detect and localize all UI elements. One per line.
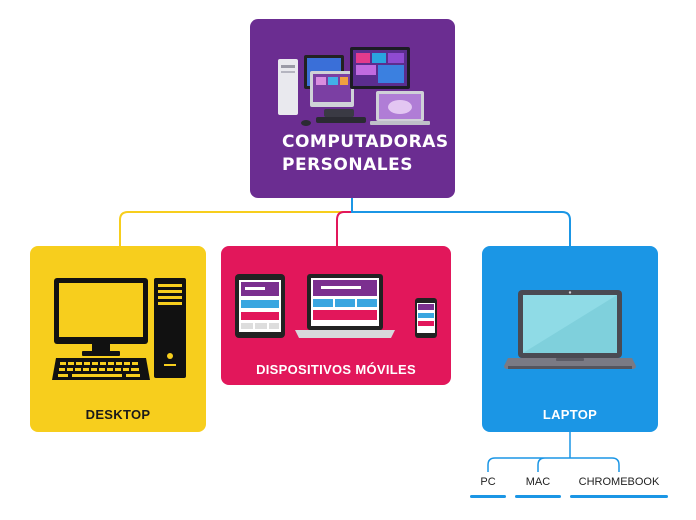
mobile-devices-node[interactable]: DISPOSITIVOS MÓVILES <box>221 246 451 385</box>
responsive-devices-icon <box>235 274 437 338</box>
leaf-pc-label: PC <box>480 476 496 488</box>
desktop-computer-icon <box>52 278 186 380</box>
laptop-icon <box>504 290 636 369</box>
laptop-node[interactable]: LAPTOP <box>482 246 658 432</box>
root-title: COMPUTADORAS PERSONALES <box>282 131 452 177</box>
leaf-chromebook-underline <box>570 495 668 498</box>
connector-desktop <box>119 198 353 246</box>
root-title-line2: PERSONALES <box>282 155 413 175</box>
leaf-mac[interactable]: MAC <box>515 476 561 498</box>
desktop-node[interactable]: DESKTOP <box>30 246 206 432</box>
leaf-mac-label: MAC <box>525 476 551 488</box>
leaf-mac-underline <box>515 495 561 498</box>
mobile-devices-label: DISPOSITIVOS MÓVILES <box>256 362 416 377</box>
connector-laptop-children <box>487 432 620 472</box>
desktop-label: DESKTOP <box>85 407 151 422</box>
computers-collage-icon <box>278 47 430 126</box>
leaf-chromebook-label: CHROMEBOOK <box>578 476 660 488</box>
root-title-line1: COMPUTADORAS <box>282 132 449 152</box>
laptop-label: LAPTOP <box>542 407 598 422</box>
connector-laptop <box>351 198 571 246</box>
root-node[interactable]: COMPUTADORAS PERSONALES <box>250 19 455 198</box>
connector-mobile <box>336 198 353 246</box>
leaf-chromebook[interactable]: CHROMEBOOK <box>570 476 668 498</box>
leaf-pc[interactable]: PC <box>470 476 506 498</box>
leaf-pc-underline <box>470 495 506 498</box>
